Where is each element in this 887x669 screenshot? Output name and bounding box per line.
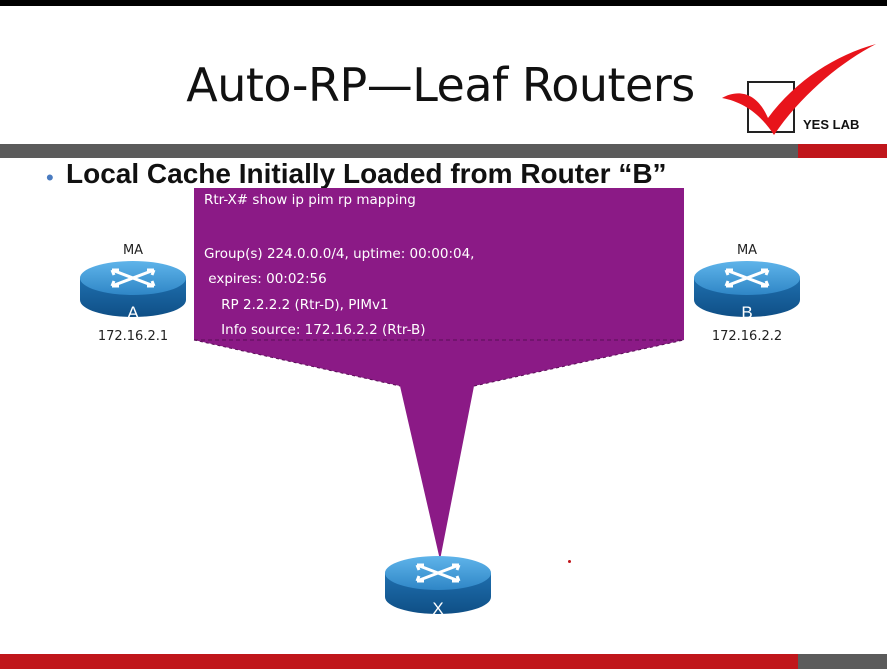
logo-text: YES LAB (803, 117, 860, 132)
callout-edge (193, 339, 685, 387)
footer-bar-gray (798, 654, 887, 669)
router-a-address: 172.16.2.1 (98, 329, 168, 344)
check-mark-icon (722, 44, 876, 135)
router-b-address: 172.16.2.2 (712, 329, 782, 344)
top-border (0, 0, 887, 6)
router-b (694, 261, 800, 317)
cli-callout (194, 188, 684, 560)
router-arrows-icon (415, 563, 461, 583)
router-a-letter: A (127, 303, 139, 322)
router-arrows-icon (110, 268, 156, 288)
header-divider-gray (0, 144, 798, 158)
cli-line-1: Group(s) 224.0.0.0/4, uptime: 00:00:04, (204, 246, 475, 262)
router-a-role: MA (123, 243, 143, 258)
cli-line-3: RP 2.2.2.2 (Rtr-D), PIMv1 (204, 297, 389, 313)
stray-dot (568, 560, 571, 563)
header-divider-red (798, 144, 887, 158)
footer-bar-red (0, 654, 798, 669)
router-b-letter: B (741, 303, 752, 322)
router-x-letter: X (432, 599, 443, 618)
bullet-text: Local Cache Initially Loaded from Router… (66, 158, 667, 189)
cli-line-4: Info source: 172.16.2.2 (Rtr-B) (204, 322, 426, 338)
router-b-role: MA (737, 243, 757, 258)
cli-line-2: expires: 00:02:56 (204, 271, 327, 287)
slide-title: Auto-RP—Leaf Routers (186, 58, 695, 112)
cli-command: Rtr-X# show ip pim rp mapping (204, 192, 416, 208)
yes-lab-logo (722, 44, 876, 135)
router-a (80, 261, 186, 317)
bullet-icon: • (46, 165, 54, 190)
router-arrows-icon (724, 268, 770, 288)
router-x (385, 556, 491, 614)
